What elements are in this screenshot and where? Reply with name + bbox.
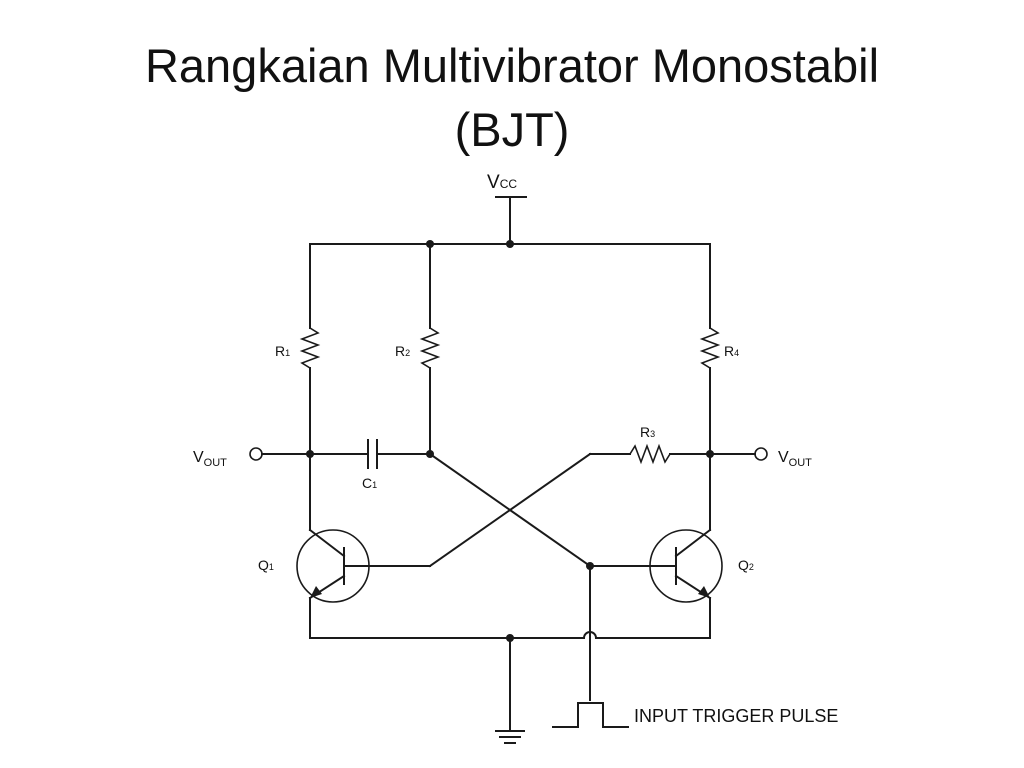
cross-wire-r3-to-q1-base [428,452,592,568]
r2-label: R2 [395,343,410,359]
right-vout-label: VOUT [778,449,812,469]
r4-label: R4 [724,343,739,359]
vcc-label: VCC [487,172,517,193]
right-output-terminal: VOUT [709,447,812,469]
resistor-r2: R2 [395,243,441,455]
resistor-r1: R1 [275,243,321,455]
trigger-label: INPUT TRIGGER PULSE [634,706,838,726]
q2-label: Q2 [738,557,754,573]
r3-label: R3 [640,424,655,440]
vcc-terminal: VCC [487,172,527,245]
left-vout-label: VOUT [193,449,227,469]
c1-label: C1 [362,475,377,491]
q1-label: Q1 [258,557,274,573]
title-line-2: (BJT) [454,103,570,156]
resistor-r3: R3 [589,424,711,465]
ground-symbol [495,637,525,744]
slide-title: Rangkaian Multivibrator Monostabil (BJT) [0,34,1024,162]
title-line-1: Rangkaian Multivibrator Monostabil [144,39,880,92]
trigger-pulse-icon [552,702,629,728]
transistor-q2: Q2 [589,453,754,639]
left-output-terminal: VOUT [193,447,367,469]
resistor-r4: R4 [699,243,739,455]
transistor-q1: Q1 [258,453,431,639]
capacitor-c1: C1 [362,439,431,491]
junction-top-vcc [506,240,514,248]
r1-label: R1 [275,343,290,359]
